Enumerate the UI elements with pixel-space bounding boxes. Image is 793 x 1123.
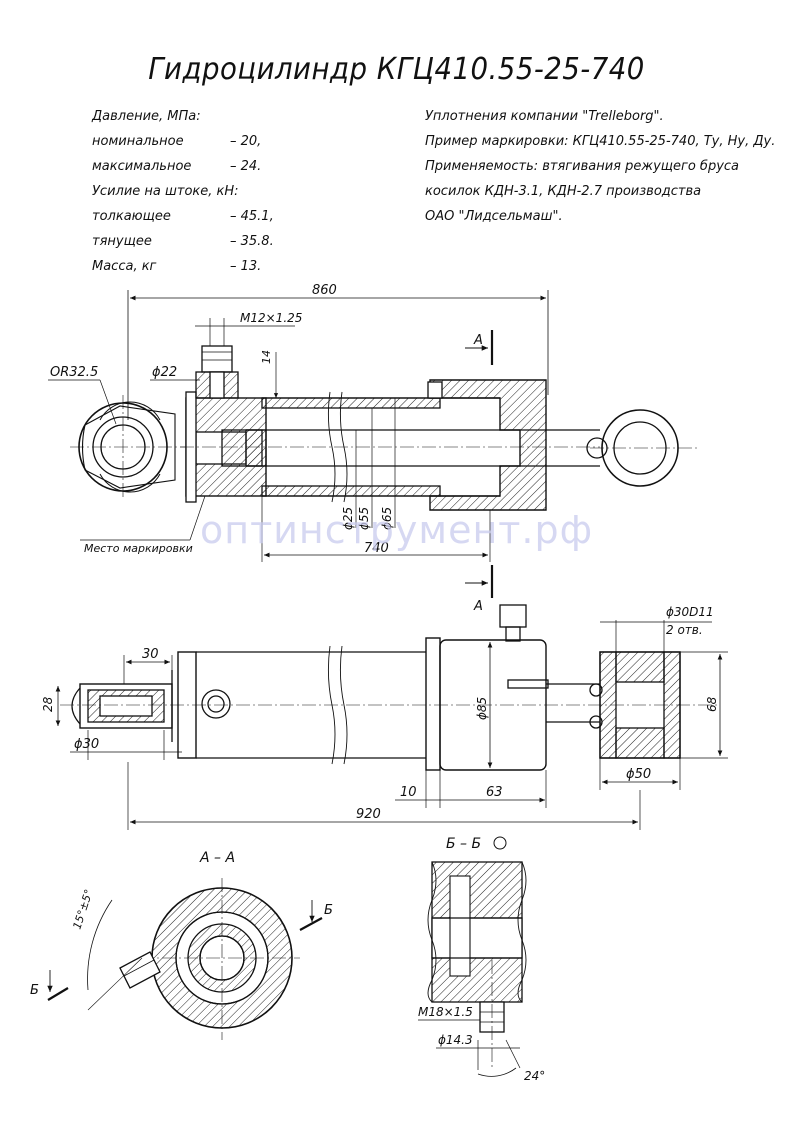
dim-phi85: ϕ85 (475, 697, 489, 720)
dim-68: 68 (705, 696, 719, 712)
section-label-a-bottom: А (473, 599, 483, 614)
dim-phi30: ϕ30 (74, 737, 99, 752)
drawing-title: Гидроцилиндр КГЦ410.55-25-740 (148, 52, 645, 87)
section-title-a-a: А – А (199, 850, 235, 866)
spec-label: максимальное (92, 159, 192, 174)
section-b-b (418, 836, 527, 1077)
section-a-a (47, 878, 323, 1040)
dim-phi50: ϕ50 (626, 767, 651, 782)
dim-63: 63 (486, 785, 503, 800)
spec-label: Усилие на штоке, кН: (92, 184, 239, 199)
spec-row: Усилие на штоке, кН: (92, 179, 239, 204)
notes-block: Уплотнения компании "Trelleborg". Пример… (425, 104, 775, 229)
spec-row: тянущее – 35.8. (92, 229, 274, 254)
side-view (55, 604, 728, 830)
spec-label: Давление, МПа: (92, 109, 201, 124)
spec-value: – 13. (230, 259, 262, 274)
note-line: ОАО "Лидсельмаш". (425, 209, 563, 224)
spec-label: Масса, кг (92, 259, 157, 274)
dim-m18: M18×1.5 (418, 1005, 473, 1019)
spec-value: – 45.1, (230, 209, 274, 224)
note-line: Пример маркировки: КГЦ410.55-25-740, Ту,… (425, 134, 776, 149)
dim-angle24: 24° (524, 1069, 545, 1083)
spec-label: номинальное (92, 134, 184, 149)
section-label-b-left: Б (30, 983, 39, 998)
watermark: оптинструмент.рф (200, 508, 594, 552)
dim-phi55: ϕ55 (357, 507, 371, 530)
note-line: косилок КДН-3.1, КДН-2.7 производства (425, 184, 702, 199)
dim-angle15: 15°±5° (70, 888, 95, 931)
section-label-a-top: А (473, 333, 483, 348)
marking-location: Место маркировки (84, 542, 193, 555)
dim-phi143: ϕ14.3 (438, 1033, 473, 1047)
top-view (48, 290, 700, 598)
spec-value: – 35.8. (230, 234, 274, 249)
dim-or325: OR32.5 (50, 365, 98, 380)
dim-holes: 2 отв. (666, 623, 703, 637)
note-line: Применяемость: втягивания режущего бруса (425, 159, 740, 174)
spec-label: тянущее (92, 234, 152, 249)
spec-row: Масса, кг – 13. (92, 254, 261, 279)
dim-740: 740 (364, 541, 389, 556)
spec-row: номинальное – 20, (92, 129, 261, 154)
section-title-b-b: Б – Б (446, 836, 481, 852)
dim-860: 860 (312, 283, 337, 298)
spec-row: Давление, МПа: (92, 104, 239, 129)
dim-920: 920 (356, 807, 381, 822)
dim-10: 10 (400, 785, 417, 800)
dim-m12: M12×1.25 (240, 311, 302, 325)
dim-phi65: ϕ65 (380, 507, 394, 530)
spec-row: толкающее – 45.1, (92, 204, 274, 229)
section-label-b-right: Б (324, 903, 333, 918)
dim-30: 30 (142, 647, 159, 662)
spec-label: толкающее (92, 209, 171, 224)
spec-block: Давление, МПа: номинальное – 20, максимал… (92, 104, 274, 279)
note-line: Уплотнения компании "Trelleborg". (425, 109, 664, 124)
spec-row: максимальное – 24. (92, 154, 261, 179)
dim-phi22: ϕ22 (152, 365, 177, 380)
spec-value: – 20, (230, 134, 262, 149)
spec-value: – 24. (230, 159, 262, 174)
dim-28: 28 (41, 696, 55, 712)
dim-phi30d11: ϕ30D11 (666, 605, 714, 619)
dim-phi25: ϕ25 (341, 507, 355, 530)
dim-14: 14 (260, 350, 273, 364)
